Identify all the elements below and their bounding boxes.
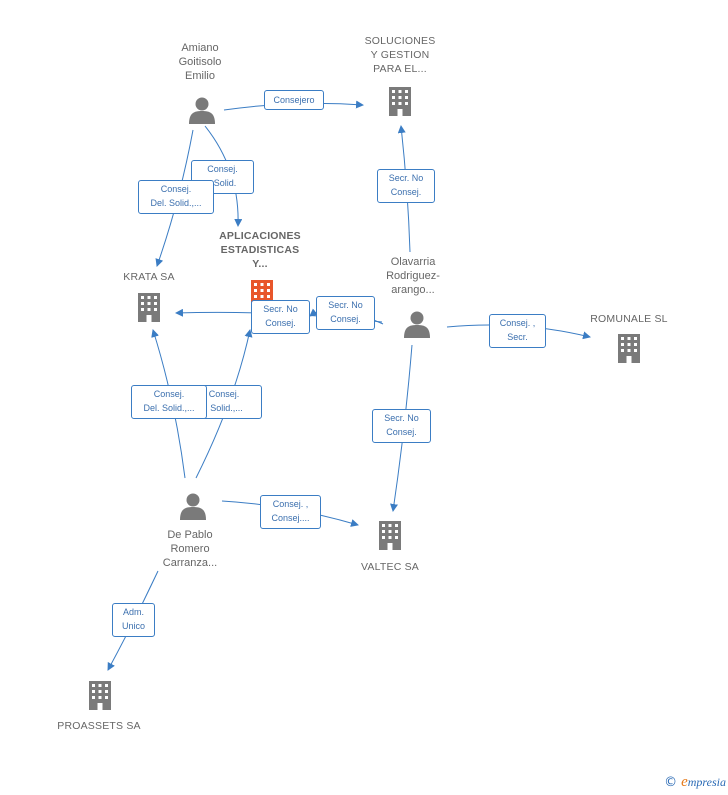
- edge-label-consejero[interactable]: Consejero: [264, 90, 324, 110]
- edge-label-adm-unico[interactable]: Adm. Unico: [112, 603, 155, 637]
- node-label-olavarria[interactable]: Olavarria Rodriguez- arango...: [386, 256, 440, 296]
- building-icon-romunale: [618, 334, 640, 363]
- edge-label-consej-secr[interactable]: Consej. , Secr.: [489, 314, 546, 348]
- edge-label-secr-no-consej[interactable]: Secr. No Consej.: [316, 296, 375, 330]
- person-icon-amiano: [189, 97, 215, 124]
- node-label-soluciones[interactable]: SOLUCIONES Y GESTION PARA EL...: [364, 35, 436, 75]
- node-label-amiano[interactable]: Amiano Goitisolo Emilio: [178, 42, 222, 82]
- building-icon-soluciones: [389, 87, 411, 116]
- edge-label-secr-no-consej[interactable]: Secr. No Consej.: [251, 300, 310, 334]
- person-icon-depablo: [180, 493, 206, 520]
- edge-label-secr-no-consej[interactable]: Secr. No Consej.: [372, 409, 431, 443]
- edge-label-secr-no-consej[interactable]: Secr. No Consej.: [377, 169, 435, 203]
- node-label-proassets[interactable]: PROASSETS SA: [57, 720, 141, 732]
- building-icon-krata: [138, 293, 160, 322]
- edge-label-consej-del-solid[interactable]: Consej. Del. Solid.,...: [131, 385, 207, 419]
- copyright-icon: ©: [664, 775, 678, 790]
- edge-label-consej-del-solid[interactable]: Consej. Del. Solid.,...: [138, 180, 214, 214]
- node-label-romunale[interactable]: ROMUNALE SL: [590, 313, 668, 325]
- building-icon-proassets: [89, 681, 111, 710]
- node-label-aplicaciones[interactable]: APLICACIONES ESTADISTICAS Y...: [219, 230, 301, 270]
- brand-footer[interactable]: ©empresia: [664, 774, 726, 791]
- node-label-depablo[interactable]: De Pablo Romero Carranza...: [162, 529, 218, 569]
- edge-label-consej-consej[interactable]: Consej. , Consej....: [260, 495, 321, 529]
- brand-logo-initial: e: [681, 774, 688, 790]
- building-icon-valtec: [379, 521, 401, 550]
- brand-logo-text: mpresia: [687, 775, 726, 789]
- person-icon-olavarria: [404, 311, 430, 338]
- node-label-krata[interactable]: KRATA SA: [123, 271, 175, 283]
- node-label-valtec[interactable]: VALTEC SA: [360, 561, 419, 573]
